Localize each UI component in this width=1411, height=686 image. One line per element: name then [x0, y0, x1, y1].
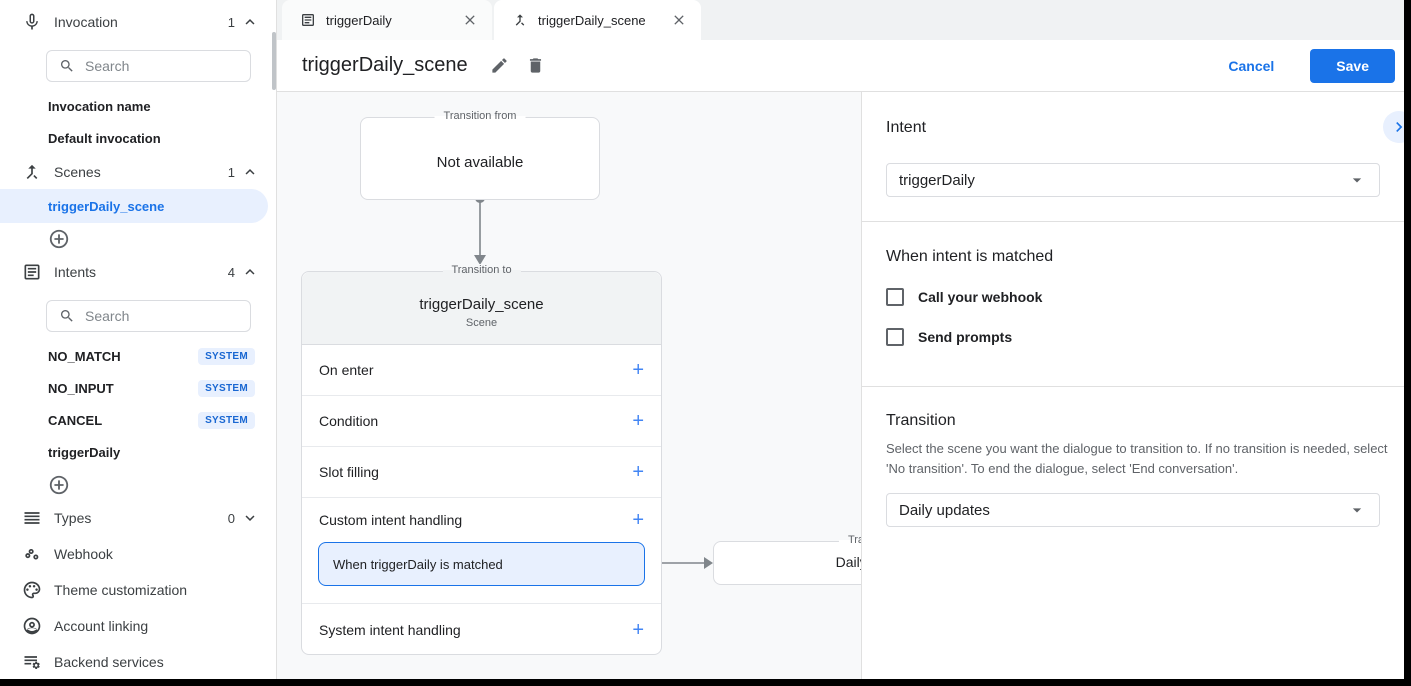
- save-button[interactable]: Save: [1310, 48, 1395, 83]
- add-icon[interactable]: +: [632, 409, 644, 432]
- intent-editor-panel: Intent triggerDaily When intent is match…: [861, 92, 1404, 679]
- cancel-button[interactable]: Cancel: [1228, 57, 1275, 74]
- transition-heading: Transition: [886, 412, 956, 429]
- transition-from-value: Not available: [436, 154, 524, 171]
- send-prompts-checkbox[interactable]: [886, 328, 904, 346]
- sidebar-item-default-invocation[interactable]: Default invocation: [48, 130, 161, 146]
- add-icon[interactable]: +: [632, 460, 644, 483]
- sidebar-section-types[interactable]: Types 0: [0, 502, 277, 534]
- dropdown-caret-icon: [1347, 170, 1367, 190]
- scene-icon: [22, 162, 42, 182]
- scene-header: triggerDaily_scene Cancel Save: [277, 40, 1404, 92]
- transition-section: Transition Select the scene you want the…: [862, 387, 1404, 528]
- account-circle-icon: [22, 616, 42, 636]
- collapse-panel-button[interactable]: [1383, 111, 1404, 143]
- system-badge: SYSTEM: [198, 379, 255, 397]
- add-scene-button[interactable]: [48, 228, 70, 250]
- sidebar-item-backend-services[interactable]: Backend services: [0, 646, 277, 678]
- scene-canvas[interactable]: Transition from Not available Transition…: [277, 92, 861, 679]
- intent-icon: [282, 12, 316, 28]
- chevron-up-icon[interactable]: [241, 263, 259, 281]
- microphone-icon: [22, 12, 42, 32]
- invocation-search[interactable]: [46, 50, 251, 82]
- add-icon[interactable]: +: [632, 508, 644, 531]
- system-badge: SYSTEM: [198, 347, 255, 365]
- tab-bar: triggerDaily triggerDaily_scene: [277, 0, 1404, 40]
- sidebar-item-triggerdaily-intent[interactable]: triggerDaily: [48, 444, 121, 460]
- main-area: triggerDaily triggerDaily_scene triggerD…: [277, 0, 1404, 679]
- sidebar-item-no-input[interactable]: NO_INPUT SYSTEM: [0, 372, 277, 404]
- sidebar-item-triggerdaily-scene[interactable]: triggerDaily_scene: [0, 189, 268, 223]
- chevron-down-icon[interactable]: [241, 509, 259, 527]
- invocation-search-input[interactable]: [85, 58, 235, 74]
- chevron-up-icon[interactable]: [241, 13, 259, 31]
- transition-from-box: Transition from Not available: [360, 110, 600, 200]
- webhook-icon: [22, 544, 42, 564]
- prompts-checkbox-row: Send prompts: [886, 328, 1380, 346]
- sidebar-item-invocation-name[interactable]: Invocation name: [48, 98, 151, 114]
- intent-section: Intent triggerDaily: [862, 92, 1404, 221]
- sidebar-section-intents[interactable]: Intents 4: [0, 256, 277, 288]
- page-title: triggerDaily_scene: [302, 54, 468, 76]
- scene-card-header: triggerDaily_scene Scene: [302, 272, 661, 345]
- screen-edge-bottom: [0, 679, 1411, 686]
- intent-handler-chip[interactable]: When triggerDaily is matched: [318, 542, 645, 586]
- scene-card-title: triggerDaily_scene: [419, 296, 544, 313]
- plus-circle-icon: [49, 229, 69, 249]
- scene-card-subtitle: Scene: [465, 317, 498, 329]
- dropdown-caret-icon: [1347, 500, 1367, 520]
- plus-circle-icon: [49, 475, 69, 495]
- add-icon[interactable]: +: [632, 358, 644, 381]
- scene-icon: [494, 12, 528, 28]
- transition-select[interactable]: Daily updates: [886, 493, 1380, 528]
- sidebar-item-account-linking[interactable]: Account linking: [0, 610, 277, 642]
- edit-icon[interactable]: [490, 56, 510, 76]
- scene-row-on-enter[interactable]: On enter +: [302, 345, 661, 396]
- tab-triggerdaily-scene[interactable]: triggerDaily_scene: [494, 0, 701, 40]
- scene-row-custom-intent-handling: Custom intent handling + When triggerDai…: [302, 498, 661, 604]
- chevron-right-icon: [1396, 122, 1403, 132]
- palette-icon: [22, 580, 42, 600]
- sidebar-section-invocation[interactable]: Invocation 1: [0, 6, 277, 38]
- add-icon[interactable]: +: [632, 618, 644, 641]
- when-matched-section: When intent is matched Call your webhook…: [862, 222, 1404, 386]
- intent-select[interactable]: triggerDaily: [886, 163, 1380, 197]
- sidebar-item-theme-customization[interactable]: Theme customization: [0, 574, 277, 606]
- scene-row-condition[interactable]: Condition +: [302, 396, 661, 447]
- when-matched-heading: When intent is matched: [886, 248, 1054, 265]
- screen-edge-right: [1404, 0, 1411, 686]
- section-count: 1: [227, 14, 235, 30]
- webhook-checkbox-row: Call your webhook: [886, 288, 1380, 306]
- scene-row-system-intent-handling[interactable]: System intent handling +: [319, 618, 644, 641]
- sidebar-item-webhook[interactable]: Webhook: [0, 538, 277, 570]
- close-icon[interactable]: [462, 12, 478, 28]
- system-badge: SYSTEM: [198, 411, 255, 429]
- close-icon[interactable]: [671, 12, 687, 28]
- intent-heading: Intent: [886, 119, 927, 136]
- intent-icon: [22, 262, 42, 282]
- sidebar: Invocation 1 Invocation name Default inv…: [0, 0, 277, 679]
- sidebar-scrollbar[interactable]: [272, 32, 276, 90]
- tab-triggerdaily[interactable]: triggerDaily: [282, 0, 492, 40]
- sidebar-section-scenes[interactable]: Scenes 1: [0, 156, 277, 188]
- intents-search-input[interactable]: [85, 308, 235, 324]
- scene-row-slot-filling[interactable]: Slot filling +: [302, 447, 661, 498]
- scene-card: Transition to triggerDaily_scene Scene O…: [301, 264, 662, 655]
- section-label: Invocation: [54, 14, 118, 30]
- types-icon: [22, 508, 42, 528]
- transition-target-value: Daily updates: [835, 554, 861, 570]
- sidebar-item-no-match[interactable]: NO_MATCH SYSTEM: [0, 340, 277, 372]
- search-icon: [61, 60, 73, 72]
- search-icon: [61, 310, 73, 322]
- call-webhook-checkbox[interactable]: [886, 288, 904, 306]
- sidebar-item-cancel-intent[interactable]: CANCEL SYSTEM: [0, 404, 277, 436]
- transition-description: Select the scene you want the dialogue t…: [886, 441, 1388, 477]
- delete-icon[interactable]: [526, 56, 546, 76]
- backend-services-icon: [22, 652, 42, 672]
- add-intent-button[interactable]: [48, 474, 70, 496]
- intents-search[interactable]: [46, 300, 251, 332]
- transition-target-box[interactable]: Transition to Daily updates: [713, 534, 861, 585]
- chevron-up-icon[interactable]: [241, 163, 259, 181]
